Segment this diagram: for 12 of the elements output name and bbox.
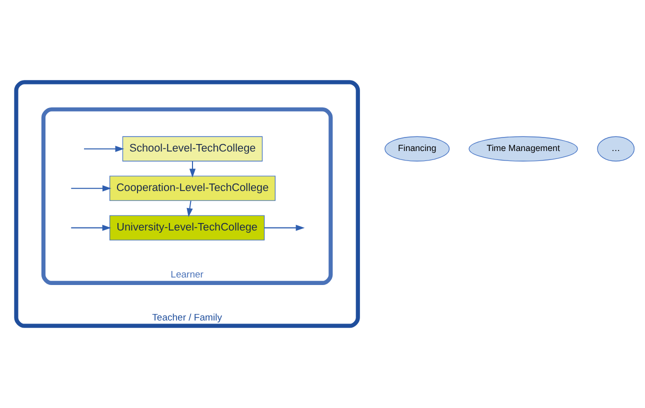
arrow xyxy=(186,200,193,218)
node-ellipse: Time Management xyxy=(468,136,578,162)
arrow xyxy=(71,185,112,192)
node-box: Cooperation-Level-TechCollege xyxy=(109,176,276,201)
node-ellipse: … xyxy=(597,136,635,162)
arrow xyxy=(189,161,196,178)
node-ellipse: Financing xyxy=(384,136,450,162)
arrow xyxy=(71,224,112,231)
node-box: School-Level-TechCollege xyxy=(122,136,263,162)
node-box: University-Level-TechCollege xyxy=(109,215,265,240)
arrow xyxy=(84,146,124,152)
arrow xyxy=(264,224,305,231)
